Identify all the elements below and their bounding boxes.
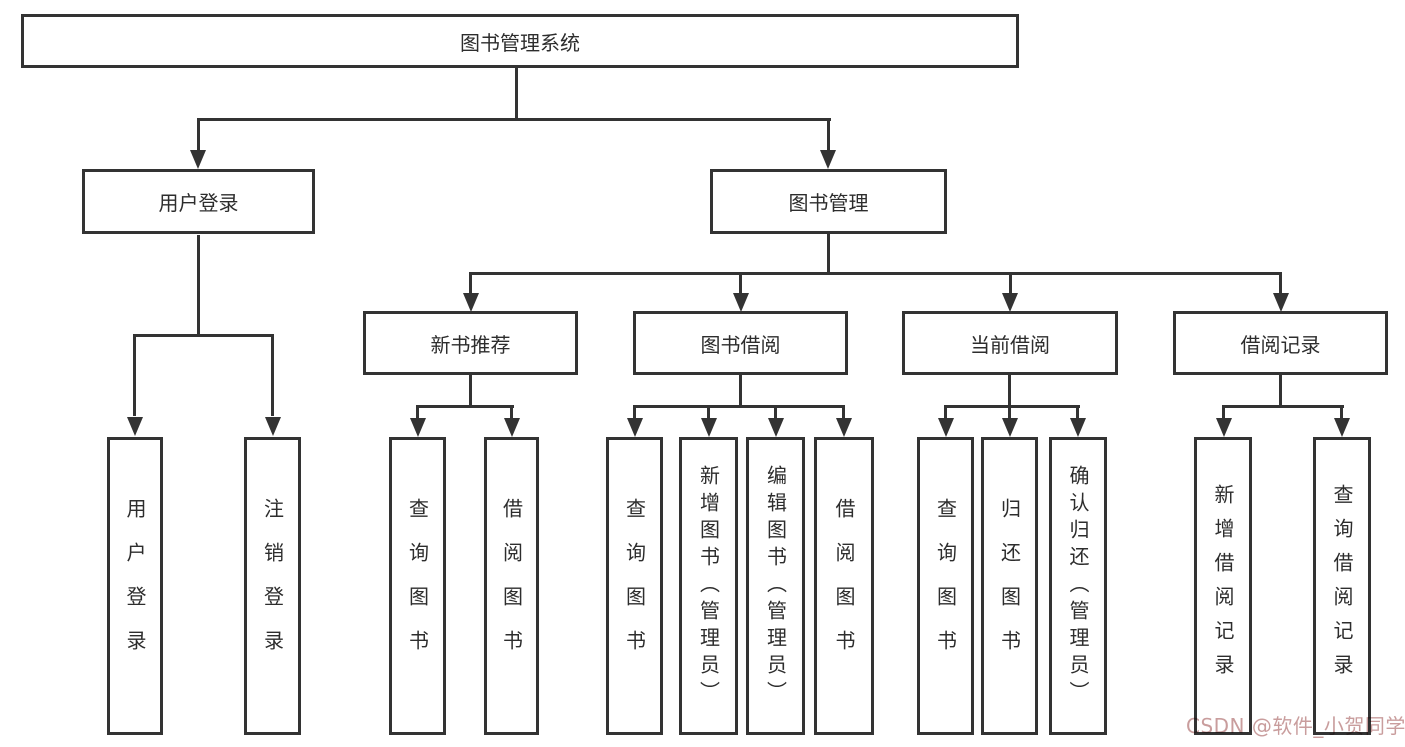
node-current-borrowing: 当前借阅	[902, 311, 1118, 375]
arrowhead-icon	[1002, 293, 1018, 312]
connector	[1222, 405, 1344, 408]
arrowhead-icon	[701, 418, 717, 437]
connector	[197, 235, 200, 336]
connector	[827, 118, 830, 154]
arrowhead-icon	[627, 418, 643, 437]
connector	[827, 233, 830, 275]
node-label: 查询图书	[933, 498, 958, 674]
connector	[1279, 375, 1282, 408]
connector	[133, 334, 136, 416]
arrowhead-icon	[820, 150, 836, 169]
node-leaf-logout: 注销登录	[244, 437, 301, 735]
arrowhead-icon	[1273, 293, 1289, 312]
connector	[197, 118, 831, 121]
connector	[469, 375, 472, 408]
arrowhead-icon	[1002, 418, 1018, 437]
node-label: 新书推荐	[430, 332, 511, 357]
arrowhead-icon	[938, 418, 954, 437]
node-label: 图书管理	[788, 191, 869, 215]
node-borrowing-records: 借阅记录	[1173, 311, 1388, 375]
node-leaf-return-books: 归还图书	[981, 437, 1038, 735]
node-label: 编辑图书（管理员）	[763, 464, 788, 708]
connector	[1222, 405, 1225, 419]
node-label: 图书管理系统	[460, 30, 580, 55]
node-label: 新增图书（管理员）	[696, 464, 721, 708]
node-label: 当前借阅	[970, 332, 1050, 357]
arrowhead-icon	[127, 417, 143, 436]
connector	[944, 405, 1080, 408]
node-label: 借阅记录	[1240, 332, 1321, 357]
csdn-watermark: CSDN @软件_小贺同学	[1186, 714, 1405, 738]
node-label: 借阅图书	[832, 498, 856, 674]
connector	[515, 68, 518, 121]
arrowhead-icon	[410, 418, 426, 437]
connector	[707, 405, 710, 419]
node-leaf-query-books-current: 查询图书	[917, 437, 974, 735]
connector	[416, 405, 514, 408]
connector	[1076, 405, 1079, 419]
connector	[739, 272, 742, 295]
node-label: 新增借阅记录	[1211, 484, 1235, 688]
connector	[842, 405, 845, 419]
node-leaf-borrow-books-recommend: 借阅图书	[484, 437, 539, 735]
node-leaf-user-login: 用户登录	[107, 437, 163, 735]
connector	[197, 118, 200, 154]
arrowhead-icon	[1334, 418, 1350, 437]
connector	[1009, 272, 1012, 295]
connector	[1008, 375, 1011, 408]
connector	[774, 405, 777, 419]
arrowhead-icon	[1070, 418, 1086, 437]
node-leaf-query-books-borrowing: 查询图书	[606, 437, 663, 735]
connector	[944, 405, 947, 419]
node-label: 注销登录	[260, 498, 285, 674]
node-library-management-system: 图书管理系统	[21, 14, 1019, 68]
connector	[469, 272, 472, 295]
arrowhead-icon	[768, 418, 784, 437]
arrowhead-icon	[265, 417, 281, 436]
arrowhead-icon	[733, 293, 749, 312]
connector	[1008, 405, 1011, 419]
node-book-borrowing: 图书借阅	[633, 311, 848, 375]
node-book-management: 图书管理	[710, 169, 947, 234]
node-leaf-query-books-recommend: 查询图书	[389, 437, 446, 735]
connector	[739, 375, 742, 408]
arrowhead-icon	[190, 150, 206, 169]
node-label: 归还图书	[997, 498, 1022, 674]
connector	[416, 405, 419, 419]
connector	[271, 334, 274, 416]
node-leaf-query-borrow-record: 查询借阅记录	[1313, 437, 1371, 735]
node-leaf-confirm-return-admin: 确认归还（管理员）	[1049, 437, 1107, 735]
node-label: 查询图书	[405, 498, 430, 674]
arrowhead-icon	[1216, 418, 1232, 437]
node-label: 查询图书	[622, 498, 647, 674]
connector	[633, 405, 636, 419]
node-leaf-add-borrow-record: 新增借阅记录	[1194, 437, 1252, 735]
node-label: 用户登录	[158, 191, 239, 215]
connector	[1279, 272, 1282, 295]
node-new-book-recommendation: 新书推荐	[363, 311, 578, 375]
node-label: 借阅图书	[499, 498, 524, 674]
arrowhead-icon	[836, 418, 852, 437]
arrowhead-icon	[504, 418, 520, 437]
connector	[633, 405, 845, 408]
node-leaf-borrow-books: 借阅图书	[814, 437, 874, 735]
node-label: 用户登录	[123, 498, 147, 674]
connector	[133, 334, 274, 337]
connector	[510, 405, 513, 419]
arrowhead-icon	[463, 293, 479, 312]
connector	[1340, 405, 1343, 419]
node-label: 查询借阅记录	[1330, 484, 1354, 688]
node-leaf-add-books-admin: 新增图书（管理员）	[679, 437, 738, 735]
node-leaf-edit-books-admin: 编辑图书（管理员）	[746, 437, 805, 735]
node-label: 确认归还（管理员）	[1066, 464, 1090, 708]
connector	[469, 272, 1282, 275]
node-label: 图书借阅	[700, 332, 781, 357]
node-user-login: 用户登录	[82, 169, 315, 234]
